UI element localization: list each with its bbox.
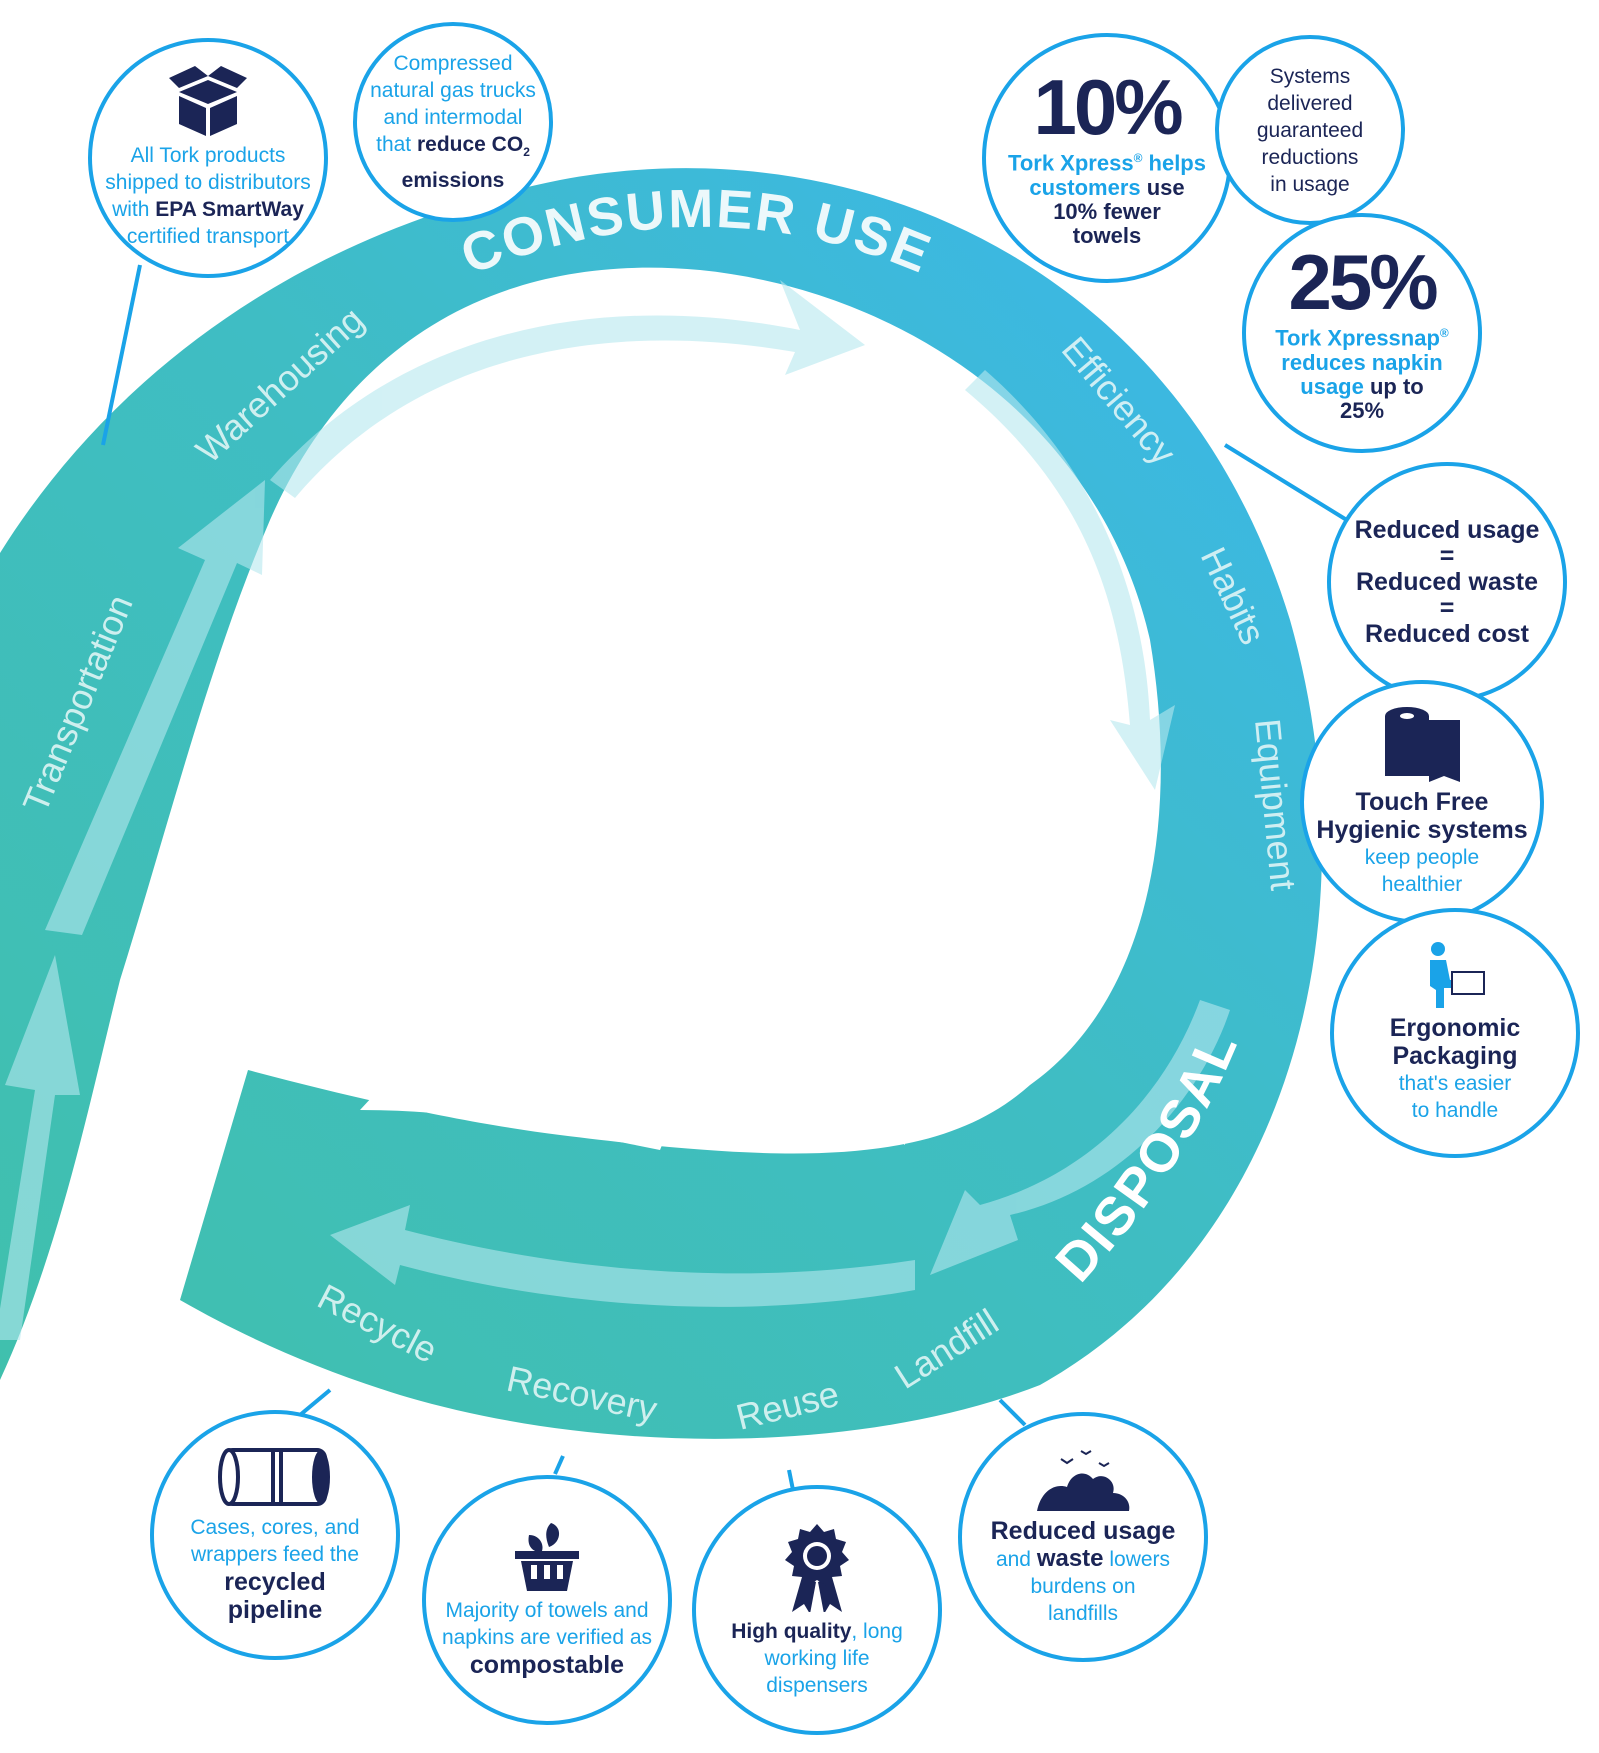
recycled-line1: Cases, cores, and — [190, 1516, 360, 1539]
xpressnap-line1: Tork Xpressnap® — [1275, 325, 1449, 351]
compost-line2: napkins are verified as — [441, 1626, 653, 1649]
reduced-equals2: = — [1439, 594, 1455, 622]
arrow-up-middle — [45, 480, 265, 935]
reduced-equals1: = — [1439, 542, 1455, 570]
smartway-line3: with EPA SmartWay — [112, 198, 304, 221]
touchfree-line4: healthier — [1381, 873, 1463, 896]
xpress-line3: 10% fewer — [1053, 198, 1161, 224]
xpress-line4: towels — [1072, 222, 1142, 248]
callout-xpressnap: 25% Tork Xpressnap® reduces napkin usage… — [1242, 213, 1482, 453]
arrow-right — [965, 370, 1175, 790]
callout-xpress: 10% Tork Xpress® helps customers use 10%… — [982, 33, 1232, 283]
xpressnap-line2: reduces napkin — [1281, 349, 1443, 375]
smartway-line1: All Tork products — [130, 144, 286, 167]
cng-line2: natural gas trucks — [370, 79, 536, 103]
box-icon — [169, 66, 247, 136]
xpressnap-line4: 25% — [1339, 397, 1385, 423]
quality-line2: working life — [764, 1646, 870, 1670]
connector-lines — [101, 264, 1352, 1491]
xpressnap-percent: 25% — [1288, 238, 1438, 327]
cng-line3: and intermodal — [383, 106, 523, 130]
landfills-line3: burdens on — [1030, 1575, 1136, 1598]
touchfree-line2: Hygienic systems — [1316, 816, 1528, 844]
systems-line1: Systems — [1269, 64, 1351, 88]
landfill-birds-icon — [1037, 1450, 1130, 1511]
reduced-line3: Reduced cost — [1365, 620, 1529, 648]
systems-line2: delivered — [1267, 91, 1353, 115]
callout-recycled: Cases, cores, and wrappers feed the recy… — [150, 1410, 400, 1660]
reduced-line2: Reduced waste — [1355, 568, 1538, 596]
recycled-line2: wrappers feed the — [190, 1543, 360, 1566]
callout-cng: Compressed natural gas trucks and interm… — [353, 22, 553, 222]
callout-reduced: Reduced usage = Reduced waste = Reduced … — [1327, 462, 1567, 702]
person-carrying-box-icon — [1430, 942, 1485, 1008]
smartway-line2: shipped to distributors — [105, 171, 311, 194]
xpress-line2: customers use — [1029, 174, 1185, 200]
quality-line1: High quality, long — [731, 1619, 903, 1643]
pipe-icon — [218, 1448, 330, 1506]
arrow-top — [270, 280, 865, 498]
landfills-line1: Reduced usage — [990, 1517, 1176, 1545]
ergonomic-line2: Packaging — [1392, 1042, 1518, 1070]
arrow-up-left — [0, 955, 80, 1340]
callout-touchfree: Touch Free Hygienic systems keep people … — [1300, 680, 1544, 924]
smartway-line4: certified transport — [126, 225, 290, 248]
reduced-line1: Reduced usage — [1354, 516, 1540, 544]
recycled-line4: pipeline — [227, 1596, 323, 1624]
xpress-line1: Tork Xpress® helps — [1008, 150, 1206, 176]
compost-bin-icon — [515, 1523, 579, 1591]
paper-towel-roll-icon — [1385, 707, 1460, 782]
lifecycle-band — [0, 168, 1322, 1439]
ergonomic-line3: that's easier — [1398, 1072, 1512, 1095]
touchfree-line1: Touch Free — [1355, 788, 1489, 816]
cng-line5: emissions — [401, 168, 505, 192]
touchfree-line3: keep people — [1364, 846, 1480, 869]
callout-ergonomic: Ergonomic Packaging that's easier to han… — [1330, 908, 1580, 1158]
landfills-line2: and waste lowers — [995, 1545, 1171, 1572]
cng-line1: Compressed — [393, 52, 513, 76]
ergonomic-line1: Ergonomic — [1389, 1014, 1521, 1042]
landfills-line4: landfills — [1047, 1602, 1119, 1625]
arrow-lower-right — [930, 1000, 1230, 1275]
systems-line3: guaranteed — [1256, 118, 1364, 142]
xpressnap-line3: usage up to — [1300, 373, 1424, 399]
callout-quality: High quality, long working life dispense… — [692, 1485, 942, 1735]
ergonomic-line4: to handle — [1411, 1099, 1499, 1122]
callout-compost: Majority of towels and napkins are verif… — [422, 1475, 672, 1725]
flow-arrows — [0, 280, 1230, 1340]
callout-smartway: All Tork products shipped to distributor… — [88, 38, 328, 278]
callout-systems: Systems delivered guaranteed reductions … — [1215, 35, 1405, 225]
cng-line4: that reduce CO2 — [376, 133, 530, 160]
systems-line4: reductions — [1261, 145, 1359, 169]
award-ribbon-icon — [785, 1523, 849, 1612]
compost-line3: compostable — [469, 1651, 625, 1679]
quality-line3: dispensers — [766, 1673, 868, 1697]
recycled-line3: recycled — [224, 1568, 326, 1596]
compost-line1: Majority of towels and — [445, 1599, 649, 1622]
arrow-bottom — [330, 1205, 915, 1307]
callout-landfills: Reduced usage and waste lowers burdens o… — [958, 1412, 1208, 1662]
systems-line5: in usage — [1270, 172, 1350, 196]
xpress-percent: 10% — [1033, 63, 1183, 152]
airplane-shape — [345, 700, 905, 1150]
